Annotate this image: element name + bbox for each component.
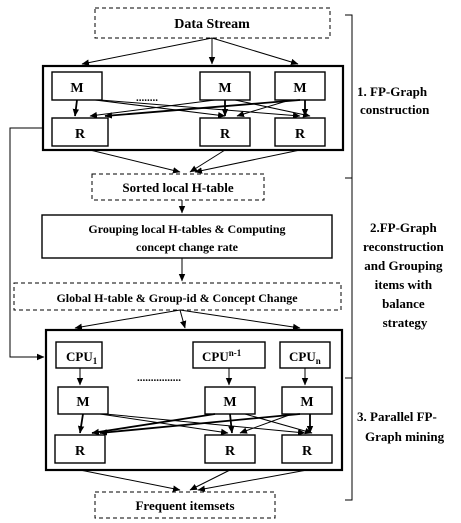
- global-h-table-label: Global H-table & Group-id & Concept Chan…: [56, 291, 298, 305]
- grouping-box-line2: concept change rate: [136, 240, 239, 254]
- stage1-mapper-3-label: M: [293, 81, 306, 96]
- stage3-reducer-2: [204, 434, 256, 464]
- stage3-output-arrows: [79, 469, 308, 492]
- stage3-dots: ................: [137, 372, 181, 384]
- stage1-reducer-2-label: R: [220, 127, 231, 142]
- phase-2-label: 2.FP-Graph reconstruction and Grouping i…: [363, 220, 447, 330]
- data-stream-box: [94, 7, 331, 39]
- stage3-mapper-3-label: M: [300, 395, 313, 410]
- stage3-reducer-3: [281, 434, 333, 464]
- data-stream-arrows: [81, 37, 299, 66]
- stage3-shuffle-arrows: [77, 413, 314, 436]
- stage1-reducer-2: [199, 117, 251, 147]
- stage1-mapper-1-label: M: [70, 81, 83, 96]
- global-h-table-box: [13, 282, 342, 311]
- cpu-to-mapper-arrows: [76, 368, 309, 386]
- cpu-n-box: [279, 341, 331, 369]
- stage1-mapper-2-label: M: [218, 81, 231, 96]
- grouping-box: [41, 214, 333, 259]
- phase-braces: [345, 14, 353, 501]
- frequent-itemsets-box: [94, 491, 276, 519]
- frequent-itemsets-label: Frequent itemsets: [135, 498, 234, 513]
- sorted-local-h-table-label: Sorted local H-table: [122, 180, 233, 195]
- phase-3-label: 3. Parallel FP- Graph mining: [357, 409, 445, 444]
- sorted-local-h-table-box: [91, 173, 265, 201]
- cpu-n-1-box: [192, 341, 266, 369]
- stage3-reducer-3-label: R: [302, 444, 313, 459]
- phase-1-label: 1. FP-Graph construction: [357, 84, 430, 117]
- cpu-1-box: [55, 341, 103, 369]
- stage3-mapper-1-label: M: [76, 395, 89, 410]
- stage3-mapper-3: [281, 386, 333, 415]
- feedback-arrow: [9, 127, 45, 361]
- stage1-reducer-1-label: R: [75, 127, 86, 142]
- stage1-mapper-2: [199, 71, 251, 101]
- cpu-n-label: CPUn: [289, 349, 321, 366]
- stage1-output-arrows: [89, 149, 301, 174]
- global-output-arrows: [74, 309, 301, 331]
- data-stream-label: Data Stream: [174, 17, 250, 32]
- stage1-reducer-1: [51, 117, 109, 147]
- stage3-reducer-2-label: R: [225, 444, 236, 459]
- stage1-reducer-3: [274, 117, 326, 147]
- cpu-1-label: CPU1: [66, 349, 98, 366]
- stage3-reducer-1-label: R: [75, 444, 86, 459]
- cpu-n-1-label: CPUn-1: [202, 348, 242, 364]
- stage1-dots: ........: [136, 92, 158, 104]
- stage1-reducer-3-label: R: [295, 127, 306, 142]
- stage3-mapper-2-label: M: [223, 395, 236, 410]
- stage3-reducer-1: [54, 434, 106, 464]
- stage3-mapper-1: [57, 386, 109, 415]
- grouping-box-line1: Grouping local H-tables & Computing: [88, 222, 285, 236]
- stage1-shuffle-arrows: [72, 99, 311, 119]
